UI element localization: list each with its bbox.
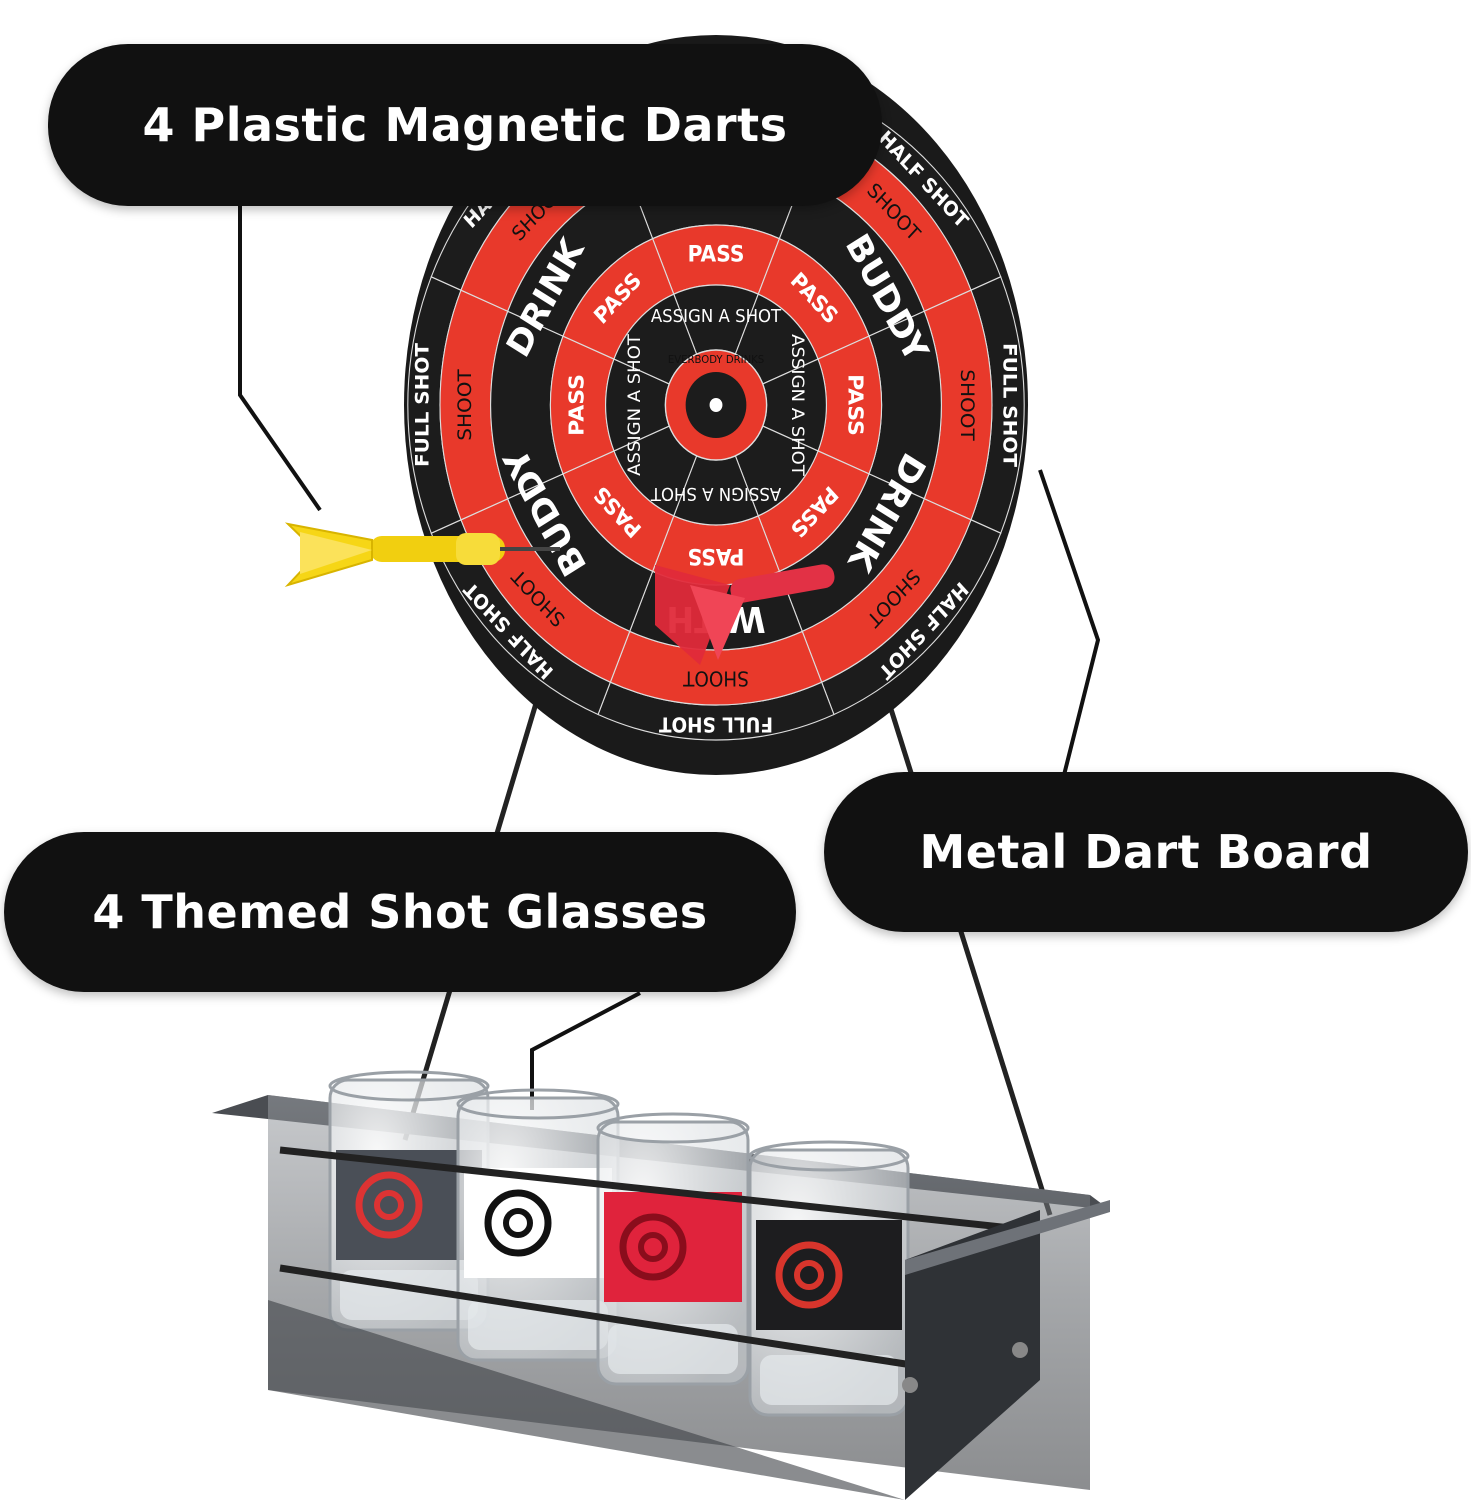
- board-label-assign: ASSIGN A SHOT: [787, 334, 806, 476]
- board-label-pass: PASS: [688, 240, 745, 266]
- board-label-assign: ASSIGN A SHOT: [650, 483, 781, 504]
- callout-dart-board: Metal Dart Board: [824, 772, 1468, 932]
- shot-glass: [596, 1112, 750, 1386]
- board-label-pass: PASS: [688, 544, 745, 570]
- board-label-outer: FULL SHOT: [999, 343, 1021, 467]
- yellow-dart: [284, 522, 560, 588]
- board-label-bull: EVERBODY DRINKS: [668, 354, 765, 366]
- callout-darts: 4 Plastic Magnetic Darts: [48, 44, 882, 206]
- board-label-assign: ASSIGN A SHOT: [625, 334, 644, 476]
- shot-glass: [748, 1140, 910, 1417]
- red-dart: [655, 564, 835, 665]
- board-label-shoot: SHOOT: [454, 369, 476, 441]
- board-label-assign: ASSIGN A SHOT: [651, 307, 782, 328]
- callout-shot-glasses: 4 Themed Shot Glasses: [4, 832, 796, 992]
- board-label-pass: PASS: [843, 374, 867, 436]
- board-label-outer: FULL SHOT: [411, 343, 433, 467]
- shot-glass: [456, 1088, 620, 1362]
- board-label-pass: PASS: [565, 374, 589, 436]
- board-label-shoot: SHOOT: [683, 666, 749, 690]
- board-label-outer: FULL SHOT: [659, 712, 773, 736]
- shot-glass-tray: [212, 1070, 1110, 1500]
- board-label-shoot: SHOOT: [956, 369, 978, 441]
